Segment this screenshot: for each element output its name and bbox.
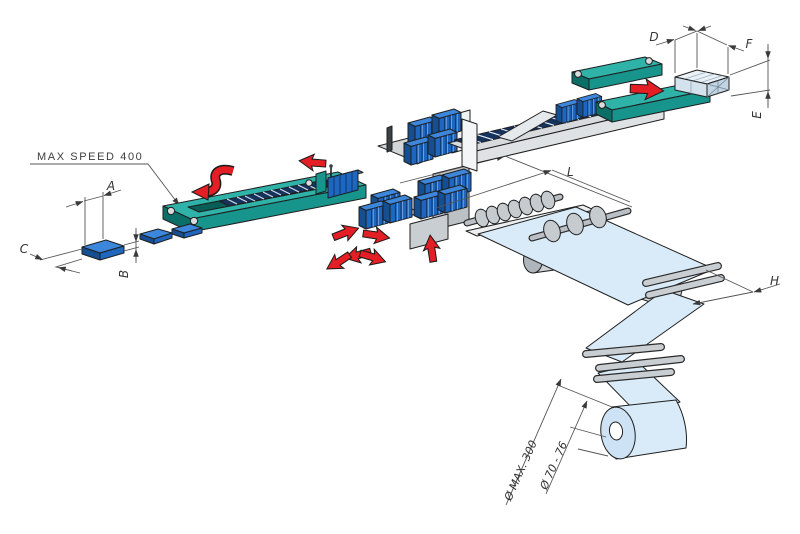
dim-e-label: E (750, 111, 764, 119)
wrapped-pack-group: D F E (649, 25, 771, 119)
film-unwind-group: H Ø MAX. 300 Ø 70 - 76 (463, 190, 781, 506)
roll-core-diameter-label: Ø 70 - 76 (537, 440, 570, 493)
lift-plate (409, 213, 449, 250)
dim-d-label: D (649, 30, 658, 44)
flow-arrow-icon (297, 151, 328, 173)
dim-h-label: H (770, 274, 779, 288)
dim-c-label: C (20, 242, 29, 256)
guard-plate (461, 118, 478, 172)
idler-rollers (582, 343, 685, 383)
dim-c-group: C (20, 242, 83, 274)
dim-b-label: B (117, 270, 131, 278)
dim-f-group: F (728, 37, 754, 52)
dim-d-group: D (649, 25, 729, 74)
dim-a-group: A (65, 179, 122, 245)
rotation-arrows-icon (322, 220, 392, 277)
stacker-magazine (315, 164, 364, 199)
roll-outer-diameter-label: Ø MAX. 300 (501, 438, 540, 503)
slitter-rollers (463, 190, 632, 243)
elevator-conveyor (162, 151, 367, 239)
product-piece-group: A B C (20, 179, 173, 278)
dim-e-group: E (729, 44, 771, 119)
dim-h-group: H (692, 269, 781, 306)
product-piece (81, 239, 125, 261)
transfer-arrow-icon (190, 164, 235, 201)
product-piece-2 (139, 228, 173, 245)
pull-rollers (642, 262, 725, 299)
roll-diameter-dims: Ø MAX. 300 Ø 70 - 76 (501, 378, 613, 506)
dim-a-label: A (106, 179, 115, 193)
wrapped-pack (674, 69, 730, 98)
dim-b-group: B (117, 228, 140, 278)
film-roll (600, 399, 687, 460)
collating-station (322, 164, 472, 277)
discharge-belts (571, 56, 711, 123)
max-speed-label: MAX SPEED 400 (37, 151, 143, 163)
max-speed-callout: MAX SPEED 400 (30, 151, 180, 206)
product-piece-on-belt (171, 223, 203, 239)
dim-l-label: L (567, 165, 574, 179)
infeed-conveyor (377, 56, 711, 172)
dim-f-label: F (746, 37, 754, 51)
